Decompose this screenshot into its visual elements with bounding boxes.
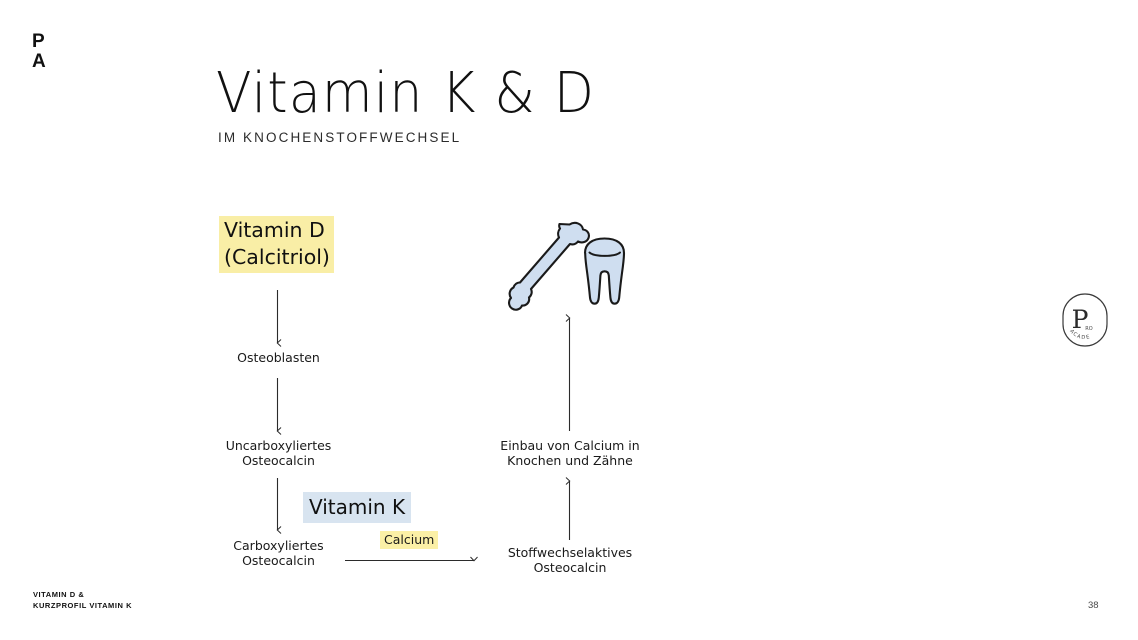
page-number: 38	[1088, 600, 1099, 611]
bone-icon	[508, 221, 590, 311]
node-osteoblasten: Osteoblasten	[237, 350, 320, 365]
page-subtitle: IM KNOCHENSTOFFWECHSEL	[218, 130, 462, 145]
brand-logo-line-1: P	[32, 31, 46, 52]
seal-letter: P	[1072, 305, 1089, 334]
node-calcium: Calcium	[380, 531, 439, 549]
brand-logo: P A	[32, 32, 46, 72]
seal-border	[1062, 293, 1108, 347]
node-uncarboxyliertes-osteocalcin: Uncarboxyliertes Osteocalcin	[225, 438, 332, 468]
node-carboxyliertes-osteocalcin: Carboxyliertes Osteocalcin	[233, 538, 324, 568]
brand-logo-line-2: A	[32, 51, 47, 72]
node-stoffwechselaktives-osteocalcin: Stoffwechselaktives Osteocalcin	[507, 545, 633, 575]
page-title: Vitamin K & D	[216, 61, 596, 126]
seal-small-text: RO	[1085, 326, 1092, 332]
seal-curved-text: ACADEMY	[0, 0, 1090, 341]
node-vitamin-d: Vitamin D (Calcitriol)	[219, 216, 334, 273]
footer-caption: VITAMIN D & KURZPROFIL VITAMIN K	[33, 589, 132, 611]
tooth-icon	[583, 237, 626, 305]
footer-caption-line-2: KURZPROFIL VITAMIN K	[33, 601, 133, 610]
node-vitamin-k: Vitamin K	[303, 492, 412, 523]
footer-caption-line-1: VITAMIN D &	[33, 590, 85, 599]
node-einbau-von-calcium: Einbau von Calcium in Knochen und Zähne	[500, 438, 640, 468]
